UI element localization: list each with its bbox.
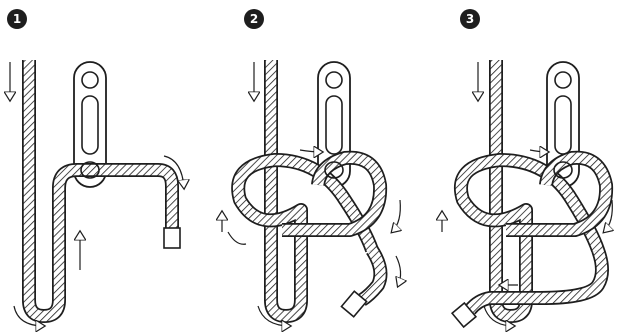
step-badge-3: 3 (460, 9, 480, 29)
ring-hole (324, 161, 344, 179)
rope-end-cap-icon (163, 227, 181, 249)
ring-hole (553, 161, 573, 179)
rope (22, 60, 179, 323)
direction-arrow-icon (442, 62, 612, 326)
rope-end-cap-icon (340, 290, 368, 318)
rope (231, 60, 388, 323)
step-badge-1: 1 (7, 9, 27, 29)
step-badge-2: 2 (244, 9, 264, 29)
ring-hole (80, 161, 100, 179)
direction-arrow-icon (222, 62, 401, 326)
rope-end-cap-icon (450, 301, 478, 329)
step-2-illustration (222, 60, 401, 326)
attachment-point-icon (73, 61, 107, 188)
step-3-illustration (442, 60, 612, 327)
step-1-illustration (10, 60, 184, 326)
direction-arrow-icon (10, 62, 184, 326)
rope (454, 60, 614, 323)
